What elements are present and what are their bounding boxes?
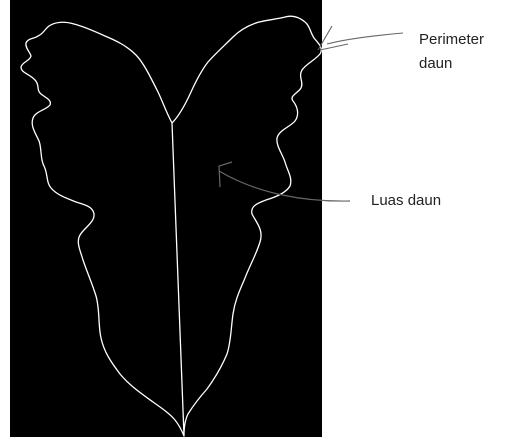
- perimeter-label-line-2: daun: [419, 52, 484, 76]
- perimeter-label-line-1: Perimeter: [419, 28, 484, 52]
- perimeter-leader-line: [327, 33, 403, 44]
- perimeter-leader-tick-lower: [320, 44, 348, 50]
- area-label: Luas daun: [371, 189, 441, 213]
- perimeter-label: Perimeter daun: [419, 28, 484, 76]
- binary-image-panel: [10, 0, 322, 437]
